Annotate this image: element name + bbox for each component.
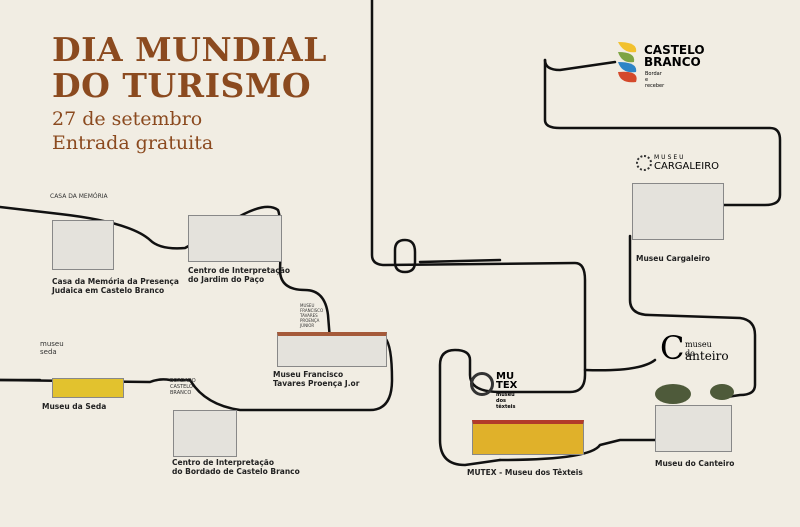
mutex-circle-icon [470, 372, 494, 396]
palm-tree-icon [710, 384, 734, 400]
jardim-paco-building [188, 215, 282, 262]
title-line2: DO TURISMO [52, 66, 312, 105]
bordado-building [173, 410, 237, 457]
title-line1: DIA MUNDIAL [52, 30, 327, 69]
mutex-label: MUTEX - Museu dos Têxteis [467, 468, 583, 477]
brand-name-line2: BRANCO [644, 55, 701, 69]
casa-memoria-building [52, 220, 114, 270]
brand-tagline: Bordar e receber [645, 71, 665, 89]
canteiro-label: Museu do Canteiro [655, 459, 735, 468]
palm-tree-icon [655, 384, 691, 404]
event-date: 27 de setembro [52, 108, 203, 130]
cargaleiro-label: Museu Cargaleiro [636, 254, 711, 263]
brand-icon [618, 42, 637, 83]
casa-memoria-logo: CASA DA MEMÓRIA [50, 193, 108, 200]
cargaleiro-icon [636, 155, 652, 171]
tavares-building [277, 332, 387, 367]
seda-label: Museu da Seda [42, 402, 107, 411]
seda-building [52, 378, 124, 398]
mutex-building [472, 420, 584, 455]
cargaleiro-building [632, 183, 724, 240]
tavares-logo: MUSEU FRANCISCO TAVARES PROENÇA JÚNIOR [300, 303, 324, 328]
seda-logo: museu seda [40, 340, 64, 356]
canteiro-building [655, 405, 732, 452]
brand-name-line1: CASTELO [644, 43, 705, 57]
bordado-logo: BORDADO CASTELO BRANCO [170, 378, 196, 396]
entry-info: Entrada gratuita [52, 132, 214, 154]
